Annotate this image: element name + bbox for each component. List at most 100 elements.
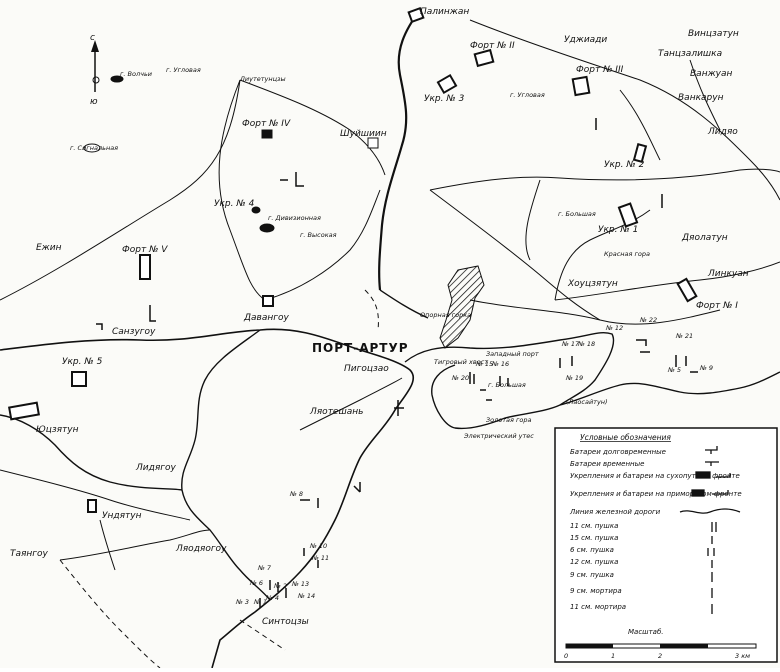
- ukr-1-icon: [632, 143, 648, 163]
- battery-label: № 9: [699, 364, 713, 372]
- place-label: Ежин: [36, 243, 62, 253]
- compass: с ю: [90, 33, 99, 107]
- battery-label: № 7: [257, 564, 272, 572]
- city-name: ПОРТ-АРТУР: [312, 341, 409, 355]
- place-label: г. Угловая: [510, 91, 545, 99]
- fort-2-icon: [473, 48, 495, 68]
- battery-label: № 22: [639, 316, 657, 324]
- legend-item: Укрепления и батареи на сухопутном фронт…: [570, 472, 740, 480]
- scale-bar: [565, 643, 757, 649]
- place-labels: Палинжан Винцзатун Уджиади Форт № II Фор…: [10, 7, 749, 627]
- place-label: Ундятун: [102, 511, 142, 521]
- battery-marks: [96, 118, 698, 608]
- battery-label: № 13: [291, 580, 309, 588]
- place-label: г. Волчьи: [120, 70, 152, 78]
- hill-icon: [92, 76, 100, 84]
- battery-label: № 2: [273, 582, 287, 590]
- battery-label: № 20: [451, 374, 469, 382]
- place-label: Хоуцзятун: [567, 279, 618, 289]
- redoubt-icon: [261, 129, 273, 139]
- ukr-3-icon: [436, 73, 458, 95]
- place-label: Лиутетунцзы: [239, 75, 286, 83]
- place-label: Пигоцзао: [344, 364, 389, 374]
- place-label: г. Большая: [558, 210, 596, 218]
- forts: [71, 6, 698, 387]
- place-label: Укр. № 1: [598, 225, 638, 235]
- place-label: Ванкарун: [678, 93, 724, 103]
- battery-label: № 21: [675, 332, 693, 340]
- fort-icon: [87, 499, 97, 513]
- place-label: Дяолатун: [681, 233, 728, 243]
- battery-label: № 14: [297, 592, 315, 600]
- place-label: Укр. № 3: [424, 94, 465, 104]
- place-label: Укр. № 5: [62, 357, 103, 367]
- old-city: [439, 265, 485, 349]
- legend-item: 11 см. пушка: [570, 522, 618, 530]
- place-label: Уджиади: [564, 35, 607, 45]
- place-label: Ванжуан: [690, 69, 733, 79]
- legend-item: 9 см. мортира: [570, 587, 622, 595]
- roads: [0, 19, 780, 571]
- fort-1-icon: [676, 277, 698, 303]
- battery-label: № 16: [491, 360, 509, 368]
- place-label: Танцзалишка: [658, 49, 722, 59]
- ukr-5-icon: [71, 371, 87, 387]
- place-label: Тигровый хвост: [434, 358, 488, 366]
- legend-item: 6 см. пушка: [570, 546, 614, 554]
- trails: [59, 289, 379, 669]
- place-label: Укр. № 2: [604, 160, 645, 170]
- battery-label: № 11: [311, 554, 329, 562]
- legend-item: Укрепления и батареи на приморском фронт…: [570, 490, 742, 498]
- place-label: Электрический утес: [463, 432, 534, 440]
- east-harbor-shore: [404, 331, 615, 430]
- battery-label: № 18: [577, 340, 595, 348]
- railway-branch: [379, 289, 429, 319]
- compass-north: с: [90, 33, 95, 43]
- hill-icon: [110, 75, 124, 83]
- place-label: Синтоцзы: [262, 617, 309, 627]
- harbor-inner: [299, 377, 403, 431]
- place-label: Золотая гора: [486, 416, 532, 424]
- legend-item: 12 см. пушка: [570, 558, 618, 566]
- place-label: Форт № V: [122, 245, 168, 255]
- battery-label: № 17: [561, 340, 580, 348]
- place-label: Линкуан: [707, 269, 749, 279]
- place-label: г. Дивизионная: [268, 214, 321, 222]
- legend-item: 9 см. пушка: [570, 571, 614, 579]
- battery-label: № 19: [565, 374, 583, 382]
- legend-item: Батареи временные: [570, 460, 644, 468]
- southwest-coast: [0, 414, 183, 491]
- battery-label: № 3: [235, 598, 249, 606]
- legend: Условные обозначения Батареи долговремен…: [554, 427, 778, 663]
- redoubts: [8, 75, 379, 513]
- place-label: Палинжан: [420, 7, 469, 17]
- place-label: Опорная горка: [420, 311, 471, 319]
- battery-label: № 4: [265, 594, 279, 602]
- place-label: Юцзятун: [36, 425, 79, 435]
- place-label: Давангоу: [243, 313, 289, 323]
- place-label: (Лаосайтун): [566, 398, 608, 406]
- place-label: Красная гора: [604, 250, 650, 258]
- legend-item: Линия железной дороги: [569, 508, 661, 516]
- place-label: Форт № IV: [242, 119, 291, 129]
- battery-label: № 6: [249, 579, 263, 587]
- legend-item: 15 см. пушка: [570, 534, 618, 542]
- scale-tick: 1: [611, 652, 615, 660]
- place-label: г. Высокая: [300, 231, 337, 239]
- fort-icon: [8, 401, 40, 421]
- place-label: Форт № II: [470, 41, 515, 51]
- legend-item: 11 см. мортира: [570, 603, 626, 611]
- fort-3-icon: [571, 75, 591, 97]
- legend-item: Батареи долговременные: [570, 448, 666, 456]
- scale-tick: 0: [564, 652, 568, 660]
- hill-icon: [251, 206, 261, 214]
- railway-line: [378, 9, 421, 291]
- redoubt-icon: [367, 137, 379, 149]
- place-label: Винцзатун: [688, 29, 739, 39]
- scale-tick: 3 км: [735, 652, 750, 660]
- fort-4-icon: [617, 202, 639, 228]
- coastline: [0, 328, 415, 669]
- place-label: Санзугоу: [112, 327, 156, 337]
- place-label: Ляодяогоу: [175, 544, 227, 554]
- west-harbor-shore: [181, 329, 271, 601]
